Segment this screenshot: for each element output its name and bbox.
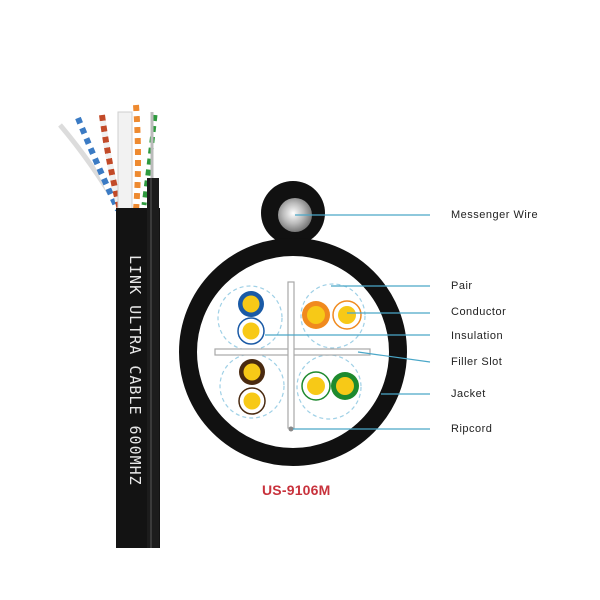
model-code: US-9106M xyxy=(262,482,331,498)
cable-print-text: LINK ULTRA CABLE 600MHZ xyxy=(126,255,144,486)
leader-lines xyxy=(265,214,431,430)
label-jacket: Jacket xyxy=(451,388,486,400)
label-ripcord: Ripcord xyxy=(451,423,493,435)
label-messenger-wire: Messenger Wire xyxy=(451,209,539,221)
label-pair: Pair xyxy=(451,280,473,292)
label-insulation: Insulation xyxy=(451,330,504,342)
label-filler-slot: Filler Slot xyxy=(451,356,503,368)
ripcord-icon xyxy=(288,426,294,432)
exposed-wires-icon xyxy=(58,104,158,213)
label-conductor: Conductor xyxy=(451,306,507,318)
